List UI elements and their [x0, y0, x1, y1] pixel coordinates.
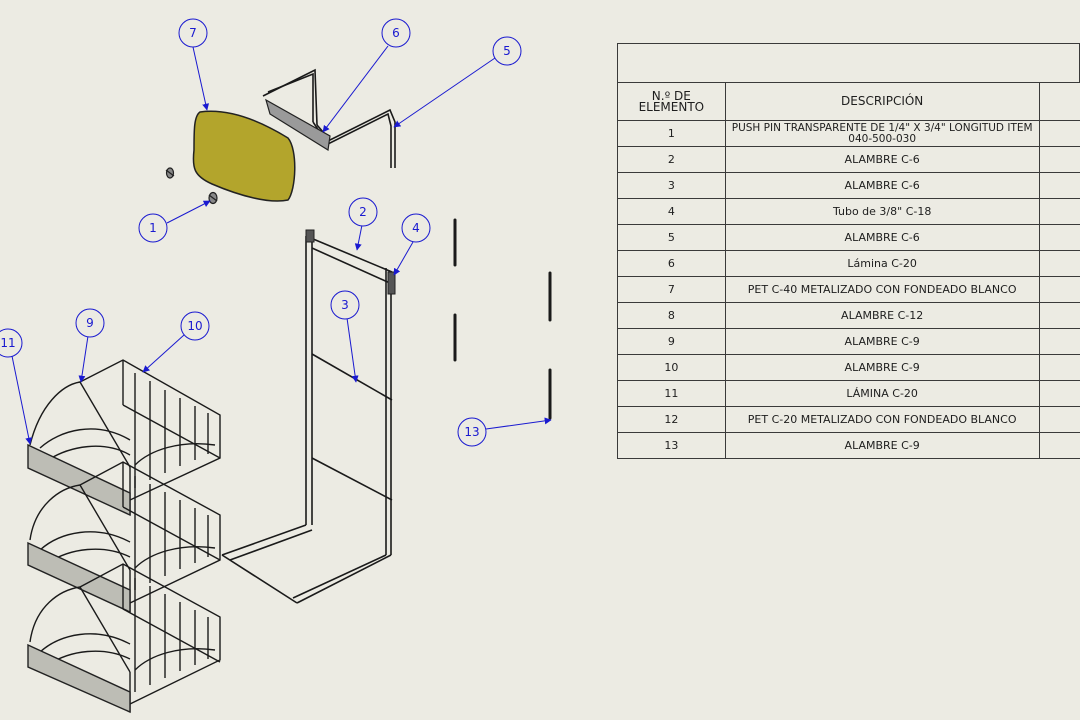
- quantity-cell: [1038, 224, 1080, 251]
- quantity-cell: [1038, 198, 1080, 225]
- quantity-cell: [1038, 302, 1080, 329]
- quantity-cell: [1038, 146, 1080, 173]
- svg-text:11: 11: [0, 336, 15, 350]
- balloons: 7 6 5 1 2 4 3 9 10 11 13: [0, 18, 522, 447]
- description-cell: ALAMBRE C-9: [724, 328, 1040, 355]
- svg-text:6: 6: [392, 26, 400, 40]
- basket-top: [29, 359, 221, 515]
- svg-text:5: 5: [503, 44, 511, 58]
- svg-text:2: 2: [359, 205, 367, 219]
- quantity-cell: [1038, 328, 1080, 355]
- description-cell: ALAMBRE C-9: [724, 354, 1040, 381]
- item-number-cell: 12: [617, 406, 726, 433]
- item-number-cell: 6: [617, 250, 726, 277]
- tube-part-4: [387, 271, 396, 295]
- balloon-9: 9: [75, 308, 105, 338]
- basket-top-plate: [27, 443, 131, 517]
- svg-text:7: 7: [189, 26, 197, 40]
- side-wires-part-13: [453, 218, 552, 420]
- basket-bottom-plate: [27, 643, 131, 714]
- item-number-cell: 5: [617, 224, 726, 251]
- description-cell: Lámina C-20: [724, 250, 1040, 277]
- quantity-cell: [1038, 406, 1080, 433]
- header-item-no: N.º DE ELEMENTO: [617, 82, 726, 121]
- description-cell: ALAMBRE C-12: [724, 302, 1040, 329]
- item-number-cell: 4: [617, 198, 726, 225]
- quantity-cell: [1038, 172, 1080, 199]
- item-number-cell: 9: [617, 328, 726, 355]
- item-number-cell: 3: [617, 172, 726, 199]
- description-cell: ALAMBRE C-6: [724, 146, 1040, 173]
- description-cell: Tubo de 3/8" C-18: [724, 198, 1040, 225]
- balloon-11: 11: [0, 328, 23, 358]
- vertical-frame-parts-2-3-4: [221, 235, 393, 604]
- description-cell: PET C-40 METALIZADO CON FONDEADO BLANCO: [724, 276, 1040, 303]
- svg-text:1: 1: [149, 221, 157, 235]
- svg-text:9: 9: [86, 316, 94, 330]
- item-number-cell: 8: [617, 302, 726, 329]
- balloon-10: 10: [180, 311, 210, 341]
- description-cell: LÁMINA C-20: [724, 380, 1040, 407]
- quantity-cell: [1038, 432, 1080, 459]
- basket-middle-plate: [27, 541, 131, 614]
- description-cell: ALAMBRE C-9: [724, 432, 1040, 459]
- balloon-5: 5: [492, 36, 522, 66]
- bom-title-row: [617, 43, 1080, 83]
- balloon-1: 1: [138, 213, 168, 243]
- balloon-2: 2: [348, 197, 378, 227]
- balloon-13: 13: [457, 417, 487, 447]
- header-description: DESCRIPCIÓN: [724, 82, 1040, 121]
- basket-bottom: [29, 563, 221, 712]
- bom-title-cell: [617, 43, 1080, 83]
- plate-part-6: [265, 98, 331, 151]
- balloon-7: 7: [178, 18, 208, 48]
- svg-text:3: 3: [341, 298, 349, 312]
- quantity-cell: [1038, 250, 1080, 277]
- bom-header-row: N.º DE ELEMENTO DESCRIPCIÓN: [617, 82, 1080, 121]
- quantity-cell: [1038, 380, 1080, 407]
- description-cell: PET C-20 METALIZADO CON FONDEADO BLANCO: [724, 406, 1040, 433]
- svg-text:10: 10: [187, 319, 202, 333]
- description-cell: PUSH PIN TRANSPARENTE DE 1/4" X 3/4" LON…: [724, 120, 1040, 147]
- balloon-leaders: [11, 45, 552, 445]
- tube-part-2-cap: [305, 229, 315, 243]
- header-quantity: [1038, 82, 1080, 121]
- quantity-cell: [1038, 120, 1080, 147]
- balloon-4: 4: [401, 213, 431, 243]
- item-number-cell: 11: [617, 380, 726, 407]
- wire-baskets-parts-9-10-11: [27, 359, 221, 714]
- description-cell: ALAMBRE C-6: [724, 224, 1040, 251]
- balloon-3: 3: [330, 290, 360, 320]
- description-cell: ALAMBRE C-6: [724, 172, 1040, 199]
- item-number-cell: 2: [617, 146, 726, 173]
- sign-panel-part-7: [192, 110, 296, 202]
- svg-text:4: 4: [412, 221, 420, 235]
- svg-text:13: 13: [464, 425, 479, 439]
- balloon-6: 6: [381, 18, 411, 48]
- quantity-cell: [1038, 354, 1080, 381]
- item-number-cell: 1: [617, 120, 726, 147]
- item-number-cell: 7: [617, 276, 726, 303]
- item-number-cell: 13: [617, 432, 726, 459]
- basket-middle: [29, 461, 221, 612]
- quantity-cell: [1038, 276, 1080, 303]
- item-number-cell: 10: [617, 354, 726, 381]
- push-pins-part-1: [165, 167, 218, 205]
